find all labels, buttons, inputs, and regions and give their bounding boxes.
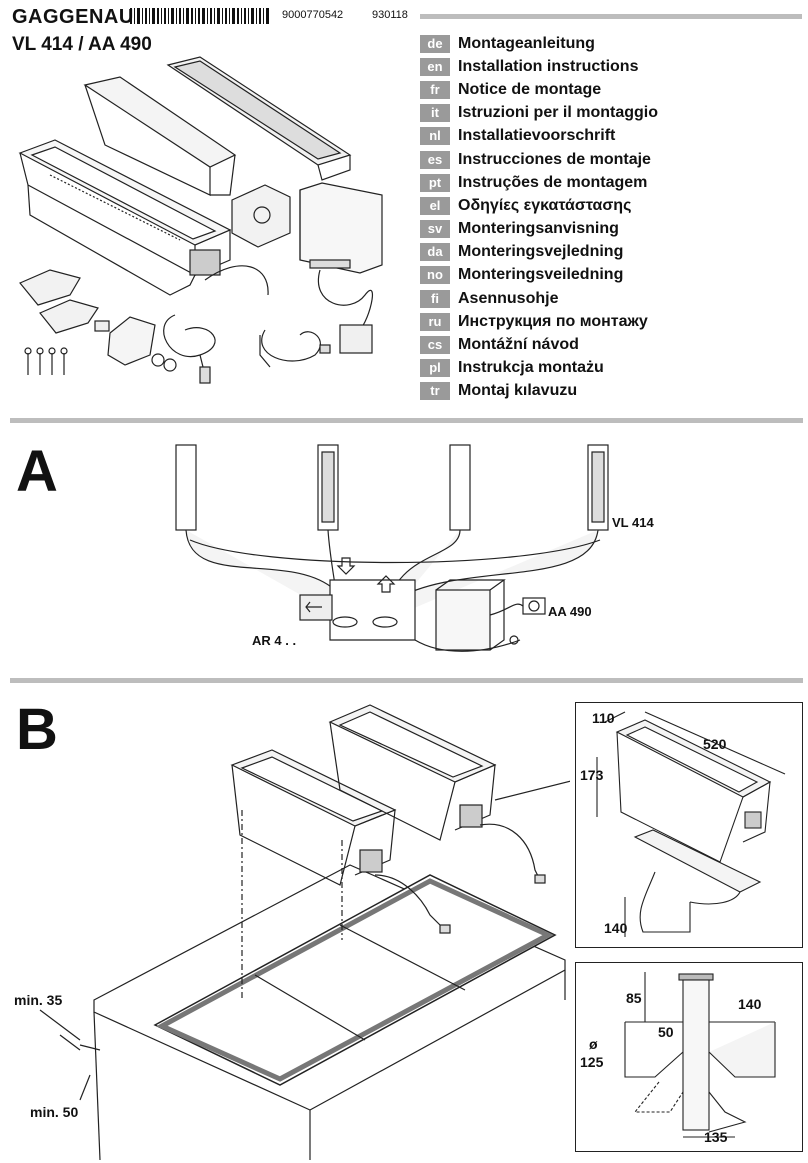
label-aa490: AA 490 <box>548 604 592 619</box>
dim-110: 110 <box>592 710 615 726</box>
language-row-da: da Monteringsvejledning <box>420 241 800 264</box>
section-b-letter: B <box>16 697 58 762</box>
dim-min50: min. 50 <box>30 1104 79 1120</box>
dim-diameter-symbol: ø <box>589 1036 598 1052</box>
language-code-badge: ru <box>420 312 450 331</box>
language-row-fr: fr Notice de montage <box>420 78 800 101</box>
language-title: Montaj kılavuzu <box>458 382 578 400</box>
language-code-badge: fr <box>420 80 450 99</box>
section-divider <box>10 418 803 423</box>
section-b-installation-diagram <box>39 704 570 1160</box>
language-row-no: no Monteringsveiledning <box>420 264 800 287</box>
language-code-badge: pl <box>420 359 450 378</box>
language-row-it: it Istruzioni per il montaggio <box>420 102 800 125</box>
barcode <box>130 8 269 24</box>
parts-illustration <box>18 56 383 384</box>
language-title: Installatievoorschrift <box>458 127 616 145</box>
label-ar4: AR 4 . . <box>252 633 297 648</box>
language-row-ru: ru Инструкция по монтажу <box>420 310 800 333</box>
language-title: Notice de montage <box>458 80 602 98</box>
brand-logo: GAGGENAU <box>12 6 134 28</box>
language-title: Инструкция по монтажу <box>458 312 648 330</box>
section-a-letter: A <box>16 439 58 504</box>
language-row-el: el Οδηγίες εγκατάστασης <box>420 194 800 217</box>
dim-173: 173 <box>580 767 604 783</box>
language-code-badge: fi <box>420 289 450 308</box>
model-title: VL 414 / AA 490 <box>12 34 152 55</box>
section-divider <box>10 678 803 683</box>
language-list: de Montageanleitung en Installation instruc… <box>420 32 800 403</box>
language-title: Monteringsanvisning <box>458 220 619 238</box>
header-bar <box>420 14 802 19</box>
language-title: Installation instructions <box>458 57 639 75</box>
language-title: Instruções de montagem <box>458 173 648 191</box>
language-title: Instrukcja montażu <box>458 359 604 377</box>
dim-85: 85 <box>626 990 642 1006</box>
language-code-badge: tr <box>420 382 450 401</box>
language-code-badge: no <box>420 266 450 285</box>
language-row-tr: tr Montaj kılavuzu <box>420 380 800 403</box>
dim-520: 520 <box>703 736 727 752</box>
language-row-de: de Montageanleitung <box>420 32 800 55</box>
language-title: Asennusohje <box>458 289 559 307</box>
language-code-badge: en <box>420 57 450 76</box>
language-row-es: es Instrucciones de montaje <box>420 148 800 171</box>
document-code: 930118 <box>372 9 408 21</box>
language-title: Montageanleitung <box>458 34 595 52</box>
dim-125: 125 <box>580 1054 604 1070</box>
label-vl414: VL 414 <box>612 515 654 530</box>
language-code-badge: el <box>420 196 450 215</box>
language-code-badge: it <box>420 104 450 123</box>
language-code-badge: pt <box>420 173 450 192</box>
language-code-badge: es <box>420 150 450 169</box>
language-title: Monteringsvejledning <box>458 243 624 261</box>
dim-140-side: 140 <box>738 996 762 1012</box>
language-title: Οδηγίες εγκατάστασης <box>458 196 632 214</box>
dim-140-depth: 140 <box>604 920 628 936</box>
language-row-nl: nl Installatievoorschrift <box>420 125 800 148</box>
language-row-en: en Installation instructions <box>420 55 800 78</box>
language-code-badge: da <box>420 243 450 262</box>
language-row-fi: fi Asennusohje <box>420 287 800 310</box>
language-row-pt: pt Instruções de montagem <box>420 171 800 194</box>
language-row-pl: pl Instrukcja montażu <box>420 357 800 380</box>
document-number: 9000770542 <box>282 9 344 21</box>
section-a-diagram <box>175 444 609 652</box>
dim-min35: min. 35 <box>14 992 63 1008</box>
language-code-badge: sv <box>420 220 450 239</box>
language-title: Istruzioni per il montaggio <box>458 104 658 122</box>
language-row-cs: cs Montážní návod <box>420 333 800 356</box>
detail-duct-section <box>575 962 803 1152</box>
language-title: Instrucciones de montaje <box>458 150 651 168</box>
language-code-badge: de <box>420 34 450 53</box>
language-code-badge: cs <box>420 336 450 355</box>
language-title: Monteringsveiledning <box>458 266 624 284</box>
dim-135: 135 <box>704 1129 728 1145</box>
language-row-sv: sv Monteringsanvisning <box>420 218 800 241</box>
dim-50: 50 <box>658 1024 674 1040</box>
language-title: Montážní návod <box>458 336 579 354</box>
language-code-badge: nl <box>420 127 450 146</box>
detail-unit-dimensions <box>575 702 803 948</box>
